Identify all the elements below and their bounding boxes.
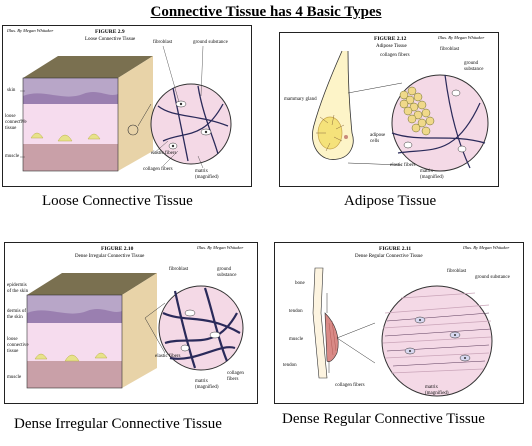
figure-subtitle: Dense Regular Connective Tissue (355, 254, 423, 259)
label-ground-substance: ground substance (475, 275, 510, 280)
credit-text: Illus. By Megan Whitaker (438, 35, 485, 40)
label-dermis: dermis of the skin (7, 309, 27, 320)
label-matrix: matrix (magnified) (425, 385, 449, 396)
adipose-illustration (312, 50, 489, 172)
caption-adipose: Adipose Tissue (344, 193, 437, 209)
label-fibroblast: fibroblast (169, 267, 189, 272)
dense-irregular-panel: FIGURE 2.10 Dense Irregular Connective T… (4, 242, 258, 404)
label-adipose-cells: adipose cells (370, 133, 386, 144)
label-bone: bone (295, 281, 305, 286)
dense-regular-panel: FIGURE 2.11 Dense Regular Connective Tis… (274, 242, 524, 404)
figure-number: FIGURE 2.10 (101, 246, 134, 252)
label-fibroblast: fibroblast (447, 269, 467, 274)
label-collagen: collagen fibers (143, 167, 173, 172)
label-ground-substance: ground substance (193, 40, 228, 45)
label-collagen: collagen fibers (335, 383, 365, 388)
figure-subtitle: Loose Connective Tissue (85, 37, 136, 42)
dense-irregular-illustration (26, 273, 244, 389)
figure-subtitle: Dense Irregular Connective Tissue (75, 254, 145, 259)
label-muscle: muscle (7, 375, 22, 380)
label-ground-substance: ground substance (217, 267, 237, 278)
label-collagen: collagen fibers (380, 53, 410, 58)
label-fibroblast: fibroblast (440, 47, 460, 52)
credit-text: Illus. By Megan Whitaker (197, 245, 244, 250)
label-tendon-lower: tendon (283, 363, 297, 368)
label-tendon-upper: tendon (289, 309, 303, 314)
figure-number: FIGURE 2.12 (374, 36, 407, 42)
credit-text: Illus. By Megan Whitaker (7, 28, 54, 33)
label-fibroblast: fibroblast (153, 40, 173, 45)
label-elastic: elastic fibers (390, 163, 416, 168)
label-skin: skin (7, 88, 16, 93)
label-collagen: collagen fibers (227, 371, 244, 382)
label-muscle: muscle (289, 337, 304, 342)
label-loose: loose connective tissue (7, 337, 29, 354)
caption-loose-connective: Loose Connective Tissue (42, 193, 193, 209)
figure-number: FIGURE 2.11 (379, 246, 412, 252)
page-title: Connective Tissue has 4 Basic Types (150, 4, 382, 20)
adipose-panel: FIGURE 2.12 Adipose Tissue Illus. By Meg… (279, 32, 499, 187)
credit-text: Illus. By Megan Whitaker (463, 245, 510, 250)
figure-number: FIGURE 2.9 (95, 29, 125, 35)
caption-dense-irregular: Dense Irregular Connective Tissue (14, 416, 222, 432)
label-muscle: muscle (5, 154, 20, 159)
label-ground-substance: ground substance (464, 61, 484, 72)
label-elastic: elastic fibers (151, 151, 177, 156)
label-mammary-gland: mammary gland (284, 97, 317, 102)
loose-connective-illustration (20, 45, 232, 172)
caption-dense-regular: Dense Regular Connective Tissue (282, 411, 485, 427)
label-elastic: elastic fibers (155, 354, 181, 359)
loose-connective-panel: Illus. By Megan Whitaker FIGURE 2.9 Loos… (2, 25, 252, 187)
label-loose: loose connective tissue (5, 114, 27, 131)
label-matrix: matrix (magnified) (420, 169, 444, 180)
label-matrix: matrix (magnified) (195, 379, 219, 390)
label-matrix: matrix (magnified) (195, 169, 219, 180)
figure-subtitle: Adipose Tissue (376, 44, 407, 49)
dense-regular-illustration (312, 267, 493, 397)
label-epidermis: epidermis of the skin (7, 283, 29, 294)
